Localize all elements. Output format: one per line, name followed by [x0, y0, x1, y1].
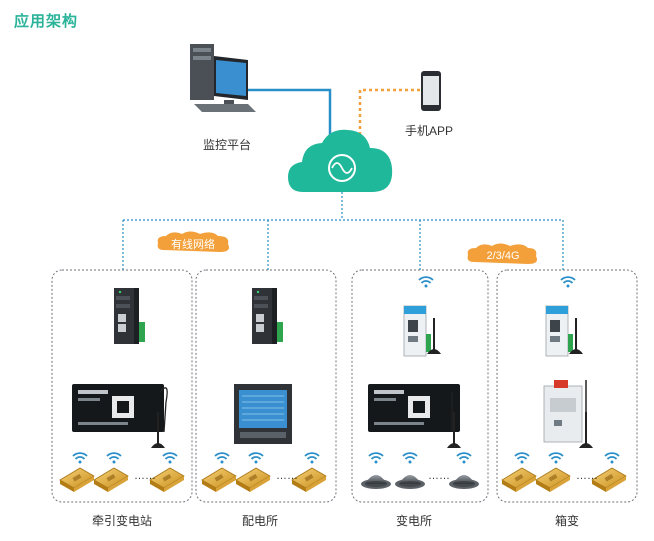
wireless-label: 2/3/4G	[486, 250, 519, 262]
site-label-3: 变电所	[396, 514, 433, 528]
page-title: 应用架构	[14, 13, 79, 30]
monitor-device-icon	[72, 384, 164, 432]
app-label: 手机APP	[405, 124, 454, 138]
rtu-icon	[545, 305, 574, 357]
site-boxes	[51, 269, 638, 503]
sensor-gap: ……	[276, 470, 298, 482]
breaker-icon	[543, 380, 583, 443]
cloud-icon	[288, 129, 393, 192]
sensor-icon	[501, 467, 537, 493]
dome-sensor-icon	[395, 475, 425, 489]
sensor-icon	[59, 467, 95, 493]
site-label-4: 箱变	[555, 514, 580, 528]
site-label-1: 牵引变电站	[92, 514, 153, 528]
wired-label: 有线网络	[171, 237, 215, 251]
sensor-icon	[201, 467, 237, 493]
sensor-gap: ……	[134, 470, 156, 482]
sensor-gap: ……	[576, 470, 598, 482]
gateway-icon	[114, 288, 145, 344]
network-lines	[122, 192, 564, 270]
rtu-icon	[403, 305, 432, 357]
app-link	[358, 88, 420, 142]
dome-sensor-icon	[449, 475, 479, 489]
wireless-badge: 2/3/4G	[467, 243, 537, 264]
wired-badge: 有线网络	[157, 231, 229, 252]
computer-icon	[190, 44, 256, 112]
sensor-icon	[535, 467, 571, 493]
sensor-gap: ……	[428, 470, 450, 482]
site-label-2: 配电所	[242, 514, 279, 528]
platform-label: 监控平台	[203, 138, 252, 152]
gateway-icon	[252, 288, 283, 344]
sensor-icon	[93, 467, 129, 493]
meter-icon	[234, 384, 292, 444]
sensor-icon	[235, 467, 271, 493]
dome-sensor-icon	[361, 475, 391, 489]
platform-link	[244, 88, 332, 142]
monitor-device-icon	[368, 384, 460, 432]
phone-icon	[421, 71, 441, 111]
